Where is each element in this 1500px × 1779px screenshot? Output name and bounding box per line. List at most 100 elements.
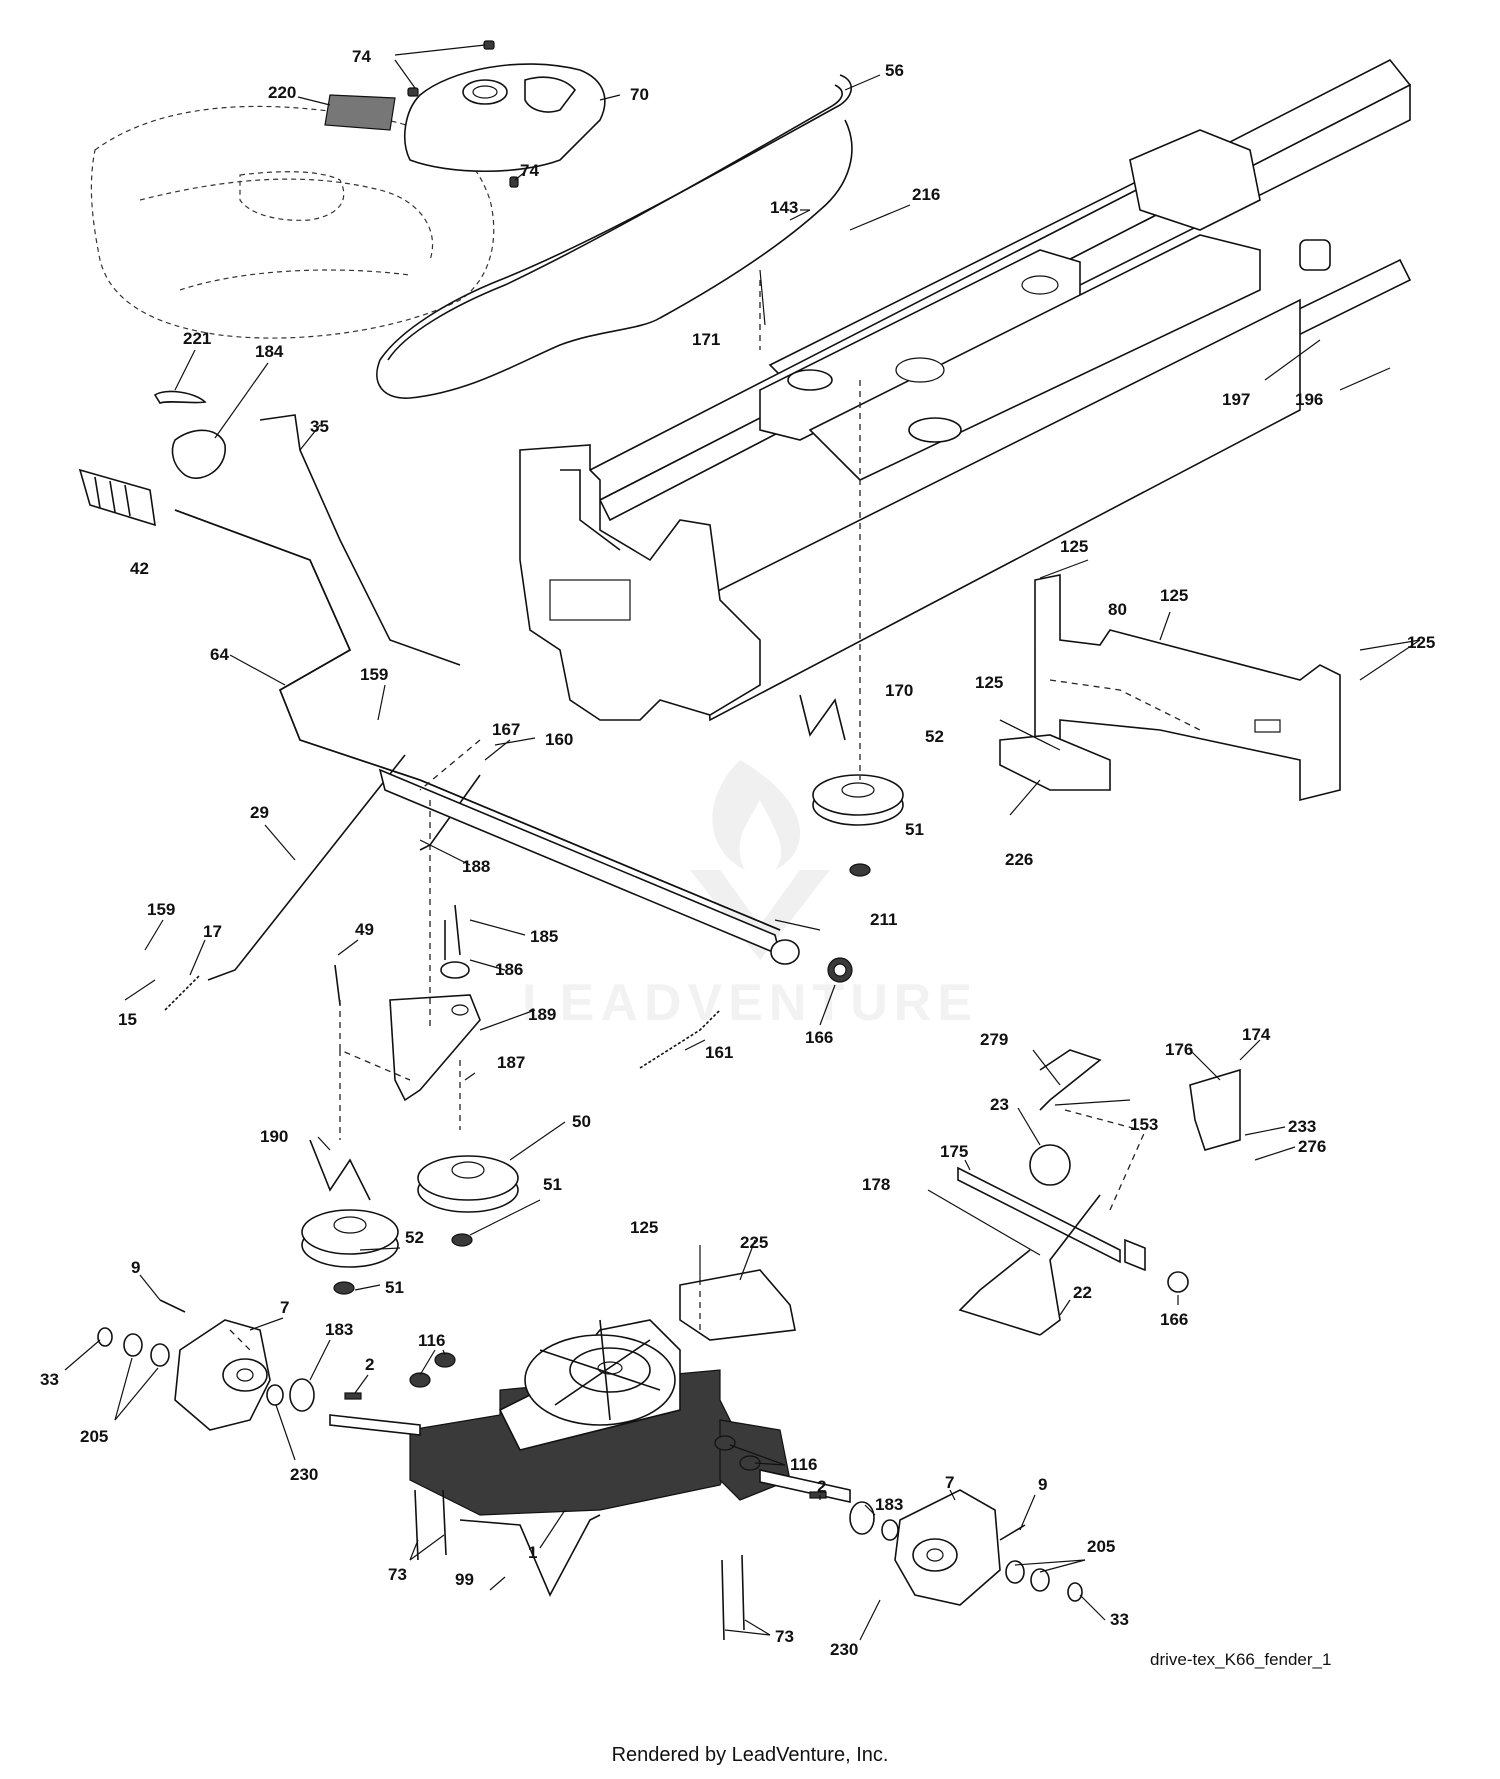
callout-51: 51	[385, 1278, 404, 1297]
shaft-211	[378, 768, 853, 983]
callout-7: 7	[945, 1473, 954, 1492]
callout-175: 175	[940, 1142, 968, 1161]
spring-17	[164, 974, 201, 1011]
callout-73: 73	[775, 1627, 794, 1646]
callout-50: 50	[572, 1112, 591, 1131]
callout-160: 160	[545, 730, 573, 749]
callout-52: 52	[405, 1228, 424, 1247]
leader-lines	[64, 44, 1421, 1641]
callout-80: 80	[1108, 600, 1127, 619]
assembly-lines	[229, 280, 1201, 1351]
callout-178: 178	[862, 1175, 890, 1194]
callout-74: 74	[352, 47, 371, 66]
callout-116: 116	[418, 1331, 445, 1350]
rod-35	[259, 414, 461, 666]
rod-64-outline	[174, 509, 781, 931]
washer-205-left-b	[150, 1343, 170, 1367]
callout-125: 125	[975, 673, 1003, 692]
callout-49: 49	[355, 920, 374, 939]
callout-171: 171	[692, 330, 720, 349]
callout-230: 230	[290, 1465, 318, 1484]
brake-shaft-175	[957, 1166, 1146, 1272]
axle-right	[759, 1469, 851, 1503]
spring-170	[799, 694, 846, 741]
callout-184: 184	[255, 342, 284, 361]
key-2-left	[344, 1392, 362, 1400]
callout-183: 183	[325, 1320, 353, 1339]
bracket-176	[1189, 1068, 1241, 1151]
brake-lever-22	[958, 1194, 1101, 1336]
callout-188: 188	[462, 857, 490, 876]
spring-190	[309, 1139, 371, 1201]
ball-23	[1029, 1144, 1071, 1186]
callout-2: 2	[817, 1477, 826, 1496]
callout-29: 29	[250, 803, 269, 822]
clip-33-left	[97, 1327, 113, 1347]
callout-187: 187	[497, 1053, 525, 1072]
watermark: LEADVENTURE	[522, 760, 978, 1032]
belt-56-inner	[387, 84, 843, 361]
callout-9: 9	[1038, 1475, 1047, 1494]
callout-52: 52	[925, 727, 944, 746]
callout-225: 225	[740, 1233, 768, 1252]
callout-125: 125	[1060, 537, 1088, 556]
callout-1: 1	[528, 1543, 537, 1562]
callout-196: 196	[1295, 390, 1323, 409]
callout-15: 15	[118, 1010, 137, 1029]
washer-230-left	[266, 1384, 284, 1406]
bracket-226	[999, 734, 1111, 791]
mounting-plate	[519, 444, 761, 721]
callout-276: 276	[1298, 1137, 1326, 1156]
callout-125: 125	[1407, 633, 1435, 652]
rod-99	[459, 1514, 601, 1597]
callout-220: 220	[268, 83, 296, 102]
callout-70: 70	[630, 85, 649, 104]
callout-17: 17	[203, 922, 222, 941]
spring-161	[639, 1009, 721, 1069]
callout-7: 7	[280, 1298, 289, 1317]
callout-2: 2	[365, 1355, 374, 1374]
cover-225	[679, 1269, 796, 1341]
bolt-49	[334, 964, 341, 1006]
washer-166b	[1167, 1271, 1189, 1293]
pulley-50	[417, 1155, 519, 1247]
callout-125: 125	[630, 1218, 658, 1237]
callout-42: 42	[130, 559, 149, 578]
callout-74: 74	[520, 161, 539, 180]
callout-143: 143	[770, 198, 798, 217]
callout-183: 183	[875, 1495, 903, 1514]
callout-33: 33	[40, 1370, 59, 1389]
callout-23: 23	[990, 1095, 1009, 1114]
callout-labels: 74 74 220 70 56 143 216 171 197 196 221 …	[40, 47, 1435, 1659]
callout-73: 73	[388, 1565, 407, 1584]
fender-cap-70	[404, 63, 606, 172]
pin-221	[153, 390, 207, 404]
callout-189: 189	[528, 1005, 556, 1024]
callout-51: 51	[905, 820, 924, 839]
callout-166: 166	[805, 1028, 833, 1047]
bolt-73-right	[721, 1554, 745, 1641]
footer-credit: Rendered by LeadVenture, Inc.	[611, 1744, 889, 1766]
callout-174: 174	[1242, 1025, 1271, 1044]
pulley-52-lower	[301, 1209, 399, 1295]
hub-7-right	[894, 1489, 1001, 1606]
callout-167: 167	[492, 720, 520, 739]
fender-ghost	[90, 105, 495, 339]
screw-9-left	[159, 1299, 186, 1313]
callout-279: 279	[980, 1030, 1008, 1049]
idler-arm-189	[389, 920, 481, 1102]
callout-64: 64	[210, 645, 229, 664]
callout-125: 125	[1160, 586, 1188, 605]
decal-220	[324, 94, 396, 131]
bolt-185	[454, 904, 461, 956]
callout-22: 22	[1073, 1283, 1092, 1302]
transaxle-1	[409, 1319, 791, 1516]
callout-161: 161	[705, 1043, 733, 1062]
key-2-right	[809, 1491, 827, 1499]
callout-226: 226	[1005, 850, 1033, 869]
callout-216: 216	[912, 185, 940, 204]
rod-29	[207, 754, 406, 981]
watermark-text: LEADVENTURE	[522, 974, 978, 1032]
spacer-183-right	[849, 1501, 875, 1535]
